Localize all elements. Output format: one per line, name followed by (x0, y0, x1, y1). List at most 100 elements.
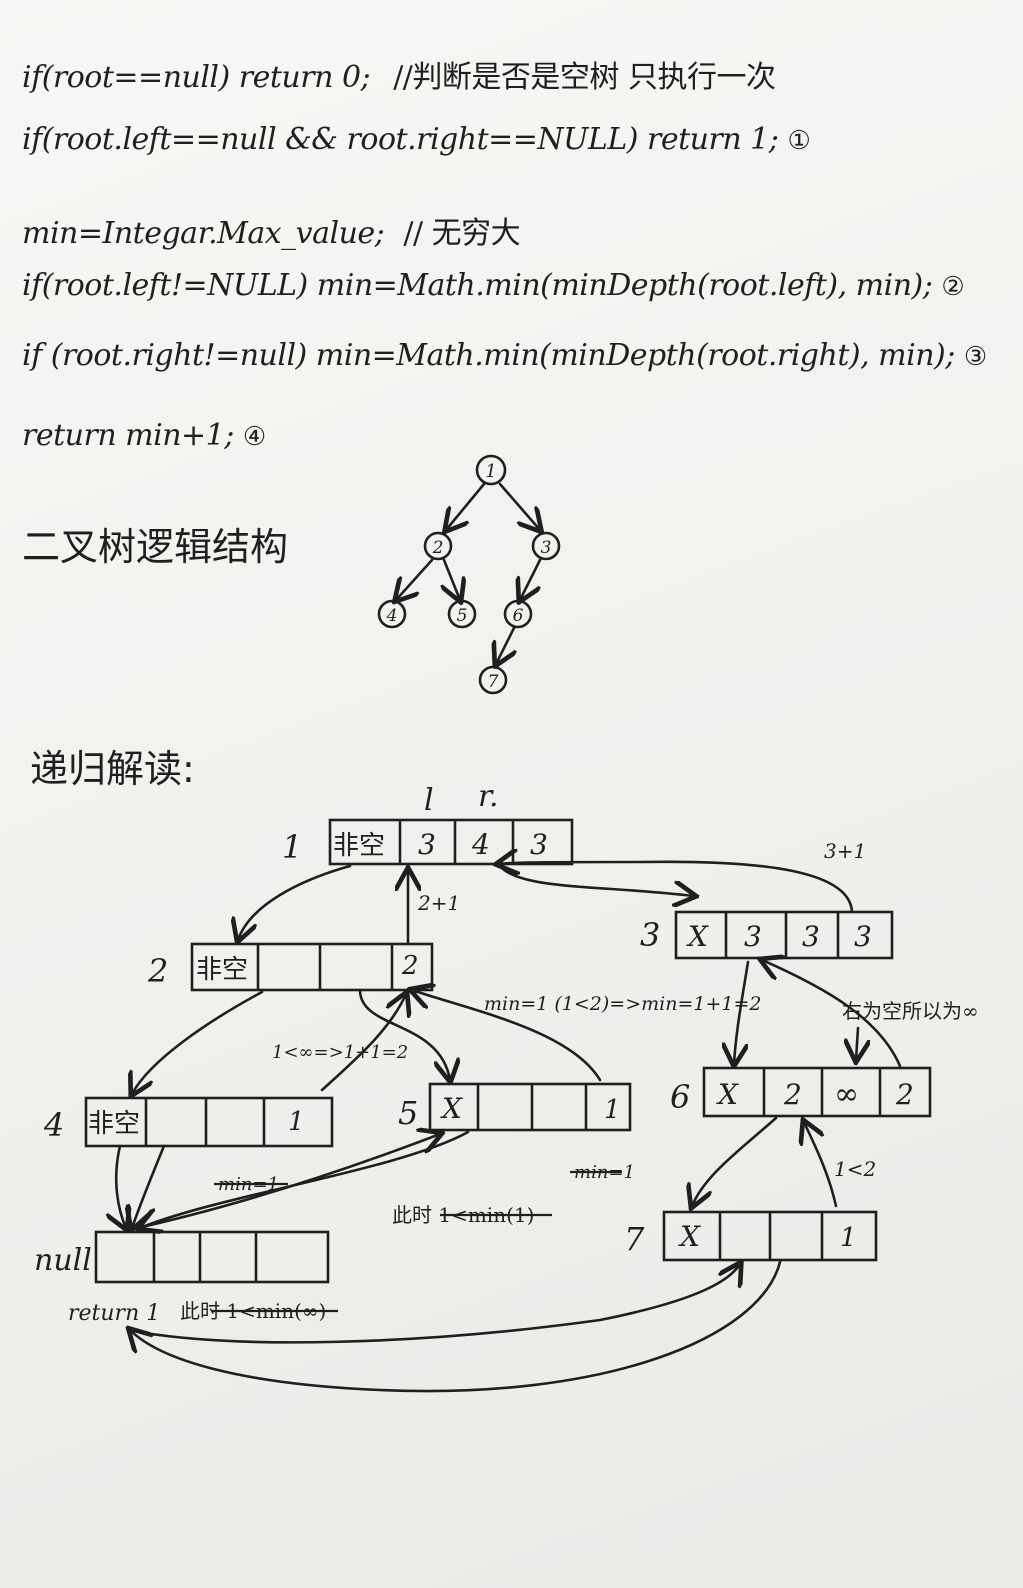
call-arrow (734, 960, 750, 1064)
frame-label: 6 (670, 1078, 690, 1116)
frame-label: 7 (624, 1220, 645, 1258)
frame-cell: 4 (471, 828, 490, 861)
tree-node-label: 3 (541, 538, 552, 558)
step-marker: ④ (242, 422, 266, 452)
pointer-arrow (856, 1026, 858, 1060)
tree-node-label: 4 (386, 606, 398, 626)
tree-node (531, 531, 561, 561)
binary-tree: 1 2 3 4 5 6 7 (377, 454, 561, 695)
frame-cell: X (678, 1220, 701, 1253)
code-text: if(root.left==null && root.right==NULL) … (22, 122, 779, 157)
code-comment: //判断是否是空树 只执行一次 (393, 60, 776, 95)
return-arrow (126, 1264, 740, 1344)
code-text: min=Integar.Max_value; (22, 216, 385, 251)
tree-node (475, 454, 507, 486)
step-marker: ③ (963, 342, 987, 372)
frame-cell: X (686, 920, 709, 953)
frame-label: 2 (147, 952, 168, 990)
tree-node-label: 5 (457, 606, 468, 626)
tree-node-label: 7 (488, 672, 499, 692)
call-arrow (132, 1144, 166, 1228)
tree-edge (446, 482, 486, 530)
code-line-4: if(root.left!=NULL) min=Math.min(minDept… (22, 268, 965, 303)
frame-2: 2 非空 2 (147, 942, 434, 992)
frame-cell: X (716, 1078, 739, 1111)
tree-node (377, 599, 407, 629)
call-arrow (358, 988, 450, 1080)
step-marker: ① (787, 126, 811, 156)
frame-cell: 2 (401, 951, 419, 981)
frame-cell: X (440, 1092, 463, 1125)
frame-cell: 非空 (333, 831, 385, 861)
frame-box (84, 1096, 334, 1148)
col-label-left: l (424, 783, 434, 818)
code-text: if (root.right!=null) min=Math.min(minDe… (22, 338, 955, 373)
recursion-heading: 递归解读: (30, 747, 195, 791)
recursion-annotations: 2+1 3+1 1<∞=>1+1=2 min=1 (1<2)=>min=1+1=… (68, 839, 979, 1326)
call-arrow (692, 1116, 778, 1206)
frame-cell: 非空 (196, 955, 248, 985)
call-arrow (130, 1260, 782, 1393)
tree-node-label: 6 (513, 606, 524, 626)
call-arrow (238, 864, 352, 940)
frame-cell: 3 (744, 920, 762, 953)
frame-box (94, 1230, 330, 1284)
frame-cell: 3 (802, 920, 820, 953)
frame-cell: 2 (783, 1078, 802, 1111)
frame-null: null (34, 1230, 330, 1284)
frame-cell: ∞ (834, 1077, 859, 1112)
return-arrow (126, 1134, 440, 1232)
tree-heading: 二叉树逻辑结构 (22, 525, 289, 569)
annotation: 1<∞=>1+1=2 (272, 1042, 408, 1063)
code-line-6: return min+1; ④ (22, 418, 266, 453)
frame-cell: 1 (840, 1223, 857, 1253)
annotation: return 1 (68, 1301, 160, 1326)
call-arrow (132, 990, 264, 1094)
annotation: 3+1 (824, 839, 866, 863)
code-line-2: if(root.left==null && root.right==NULL) … (22, 122, 811, 157)
return-arrow (804, 1122, 838, 1208)
frame-cell: 非空 (88, 1109, 140, 1139)
frame-1: 1 非空 3 4 3 (282, 818, 574, 866)
code-text: if(root.left!=NULL) min=Math.min(minDept… (22, 268, 933, 303)
frame-label: 4 (43, 1106, 64, 1144)
tree-node-label: 2 (432, 538, 444, 558)
frame-box (328, 818, 574, 866)
code-comment: // 无穷大 (403, 216, 521, 251)
tree-edge (520, 558, 542, 600)
return-arrow (762, 960, 902, 1068)
tree-node (447, 599, 477, 629)
frame-cell: 2 (895, 1078, 914, 1111)
frame-label: 1 (282, 828, 302, 866)
tree-edge (396, 558, 434, 600)
frame-5: 5 X 1 (398, 1082, 632, 1132)
frame-cell: 1 (288, 1107, 305, 1137)
call-arrow (498, 864, 694, 896)
frame-cell: 3 (854, 920, 872, 953)
frame-cell: 3 (530, 828, 548, 861)
annotation: 2+1 (417, 891, 460, 915)
annotation: 右为空所以为∞ (842, 999, 979, 1023)
step-marker: ② (941, 272, 965, 302)
return-arrow (498, 862, 854, 914)
tree-node (423, 531, 453, 561)
code-text: return min+1; (22, 418, 234, 453)
tree-edge (498, 482, 540, 530)
code-line-5: if (root.right!=null) min=Math.min(minDe… (22, 338, 987, 373)
frame-label: 3 (640, 916, 660, 954)
annotation: min=1 (1<2)=>min=1+1=2 (484, 993, 762, 1015)
code-text: if(root==null) return 0; (22, 60, 371, 95)
frame-box (190, 942, 434, 992)
return-arrow (412, 990, 602, 1082)
col-label-right: r. (478, 779, 499, 814)
code-line-3: min=Integar.Max_value; // 无穷大 (22, 208, 521, 252)
frame-label: 5 (398, 1094, 418, 1132)
frame-cell: 1 (604, 1095, 621, 1125)
code-line-1: if(root==null) return 0; //判断是否是空树 只执行一次 (22, 52, 776, 96)
tree-node (478, 665, 508, 695)
return-arrow (116, 1144, 126, 1228)
frame-label: null (34, 1243, 92, 1278)
frame-box (428, 1082, 632, 1132)
frame-cell: 3 (418, 828, 436, 861)
